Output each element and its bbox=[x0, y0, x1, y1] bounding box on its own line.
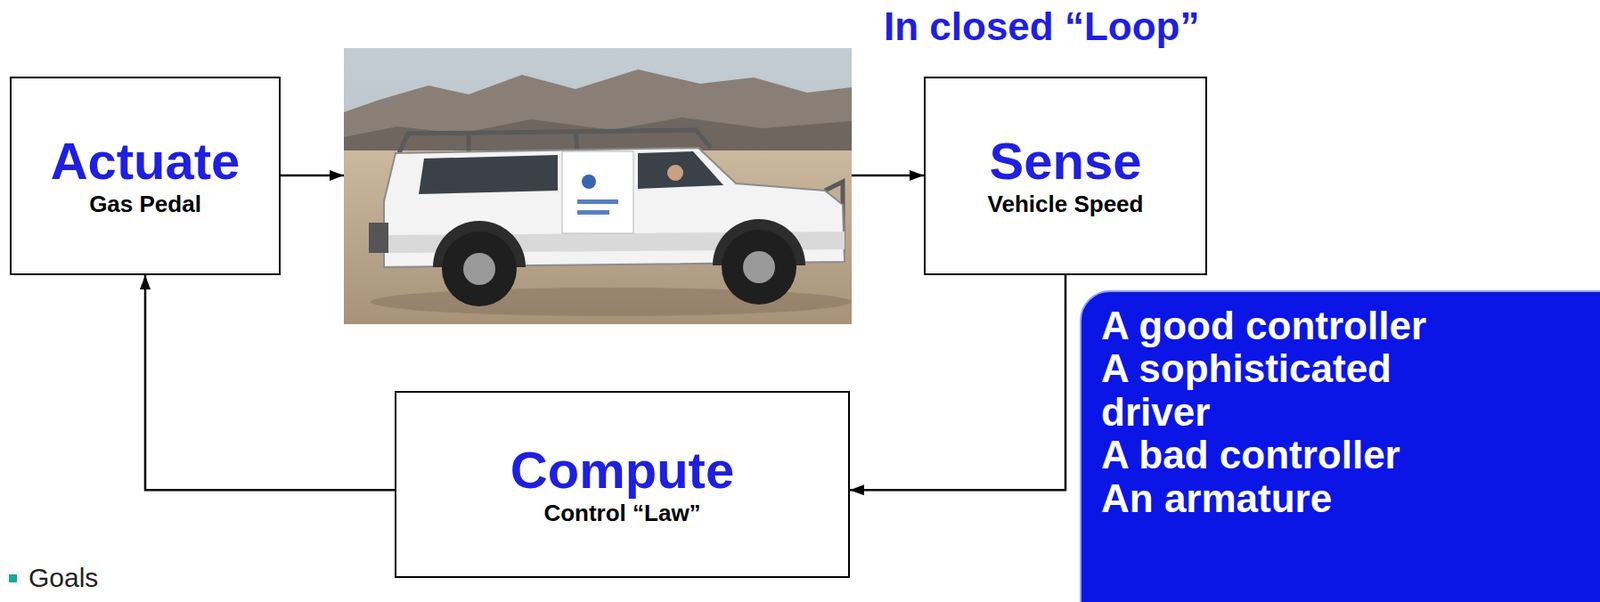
rear-window bbox=[418, 155, 558, 195]
bullet-heading: Goals bbox=[28, 562, 98, 595]
rear-wheel bbox=[441, 231, 517, 307]
bullet-marker bbox=[8, 574, 17, 583]
wheel-hub bbox=[742, 251, 776, 284]
box-text: A sophisticated driver bbox=[1101, 347, 1503, 434]
front-window bbox=[637, 151, 724, 189]
box-text: Gas Pedal bbox=[89, 189, 202, 220]
rear-sensor-mount bbox=[368, 222, 389, 254]
wheel-hub bbox=[463, 253, 496, 286]
banner-logo bbox=[581, 174, 596, 189]
loop-note: In closed “Loop” bbox=[883, 5, 1200, 49]
box-text: Vehicle Speed bbox=[987, 189, 1144, 220]
front-wheel bbox=[721, 229, 797, 305]
box-heading: Sense bbox=[989, 132, 1143, 190]
flow-arrow bbox=[280, 174, 344, 178]
box-text: A bad controller bbox=[1101, 433, 1401, 477]
driver-head bbox=[667, 164, 684, 181]
process-box: ActuateGas Pedal bbox=[9, 76, 281, 276]
box-heading: Compute bbox=[510, 441, 735, 499]
process-box: SenseVehicle Speed bbox=[923, 76, 1208, 276]
vehicle-photo bbox=[343, 48, 852, 325]
box-text: A good controller bbox=[1101, 304, 1427, 348]
feedback-arrow bbox=[145, 275, 395, 490]
box-text: An armature bbox=[1101, 477, 1332, 521]
banner-stripe bbox=[577, 210, 610, 215]
callout-box: A good controllerA sophisticated driverA… bbox=[1079, 290, 1600, 602]
flow-arrow bbox=[851, 174, 924, 178]
mountains bbox=[343, 69, 852, 160]
box-text: Control “Law” bbox=[543, 498, 701, 529]
sky bbox=[343, 48, 852, 325]
box-heading: Actuate bbox=[50, 132, 241, 190]
process-box: ComputeControl “Law” bbox=[394, 391, 850, 579]
banner-stripe bbox=[577, 199, 619, 205]
feedback-arrow bbox=[849, 275, 1066, 490]
side-banner bbox=[562, 151, 634, 234]
